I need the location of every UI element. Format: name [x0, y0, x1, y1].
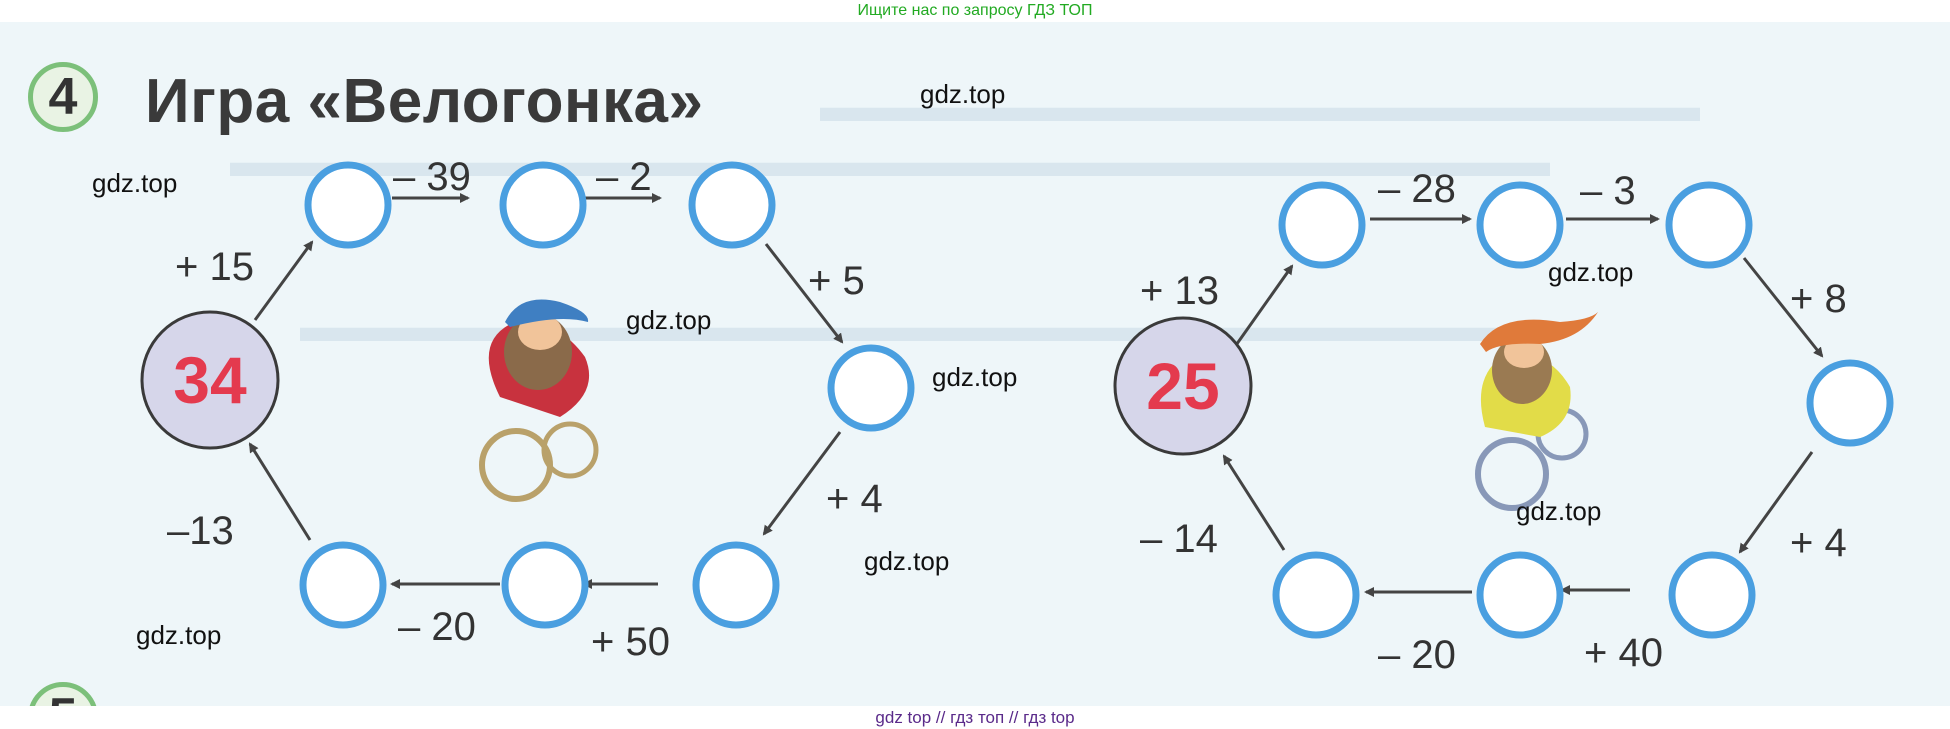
arrow [1738, 451, 1814, 554]
operation-label: + 13 [1140, 269, 1219, 313]
arrow [1742, 257, 1824, 358]
arrow [764, 243, 844, 344]
arrow [1232, 264, 1294, 349]
watermark: gdz.top [920, 79, 1006, 109]
operation-label: + 4 [1790, 521, 1847, 565]
arrow [762, 431, 842, 536]
start-number: 25 [1146, 349, 1219, 423]
arrow [248, 442, 312, 541]
operation-label: + 4 [826, 477, 883, 521]
answer-ring [1278, 181, 1366, 269]
answer-ring [688, 161, 776, 249]
answer-ring [499, 161, 587, 249]
answer-ring [1806, 359, 1894, 447]
bottom-banner[interactable]: gdz top // гдз топ // гдз top [0, 706, 1950, 729]
operation-label: – 28 [1378, 167, 1456, 211]
answer-ring [827, 344, 915, 432]
arrow [253, 240, 314, 321]
operation-label: – 2 [596, 155, 652, 199]
operation-label: – 14 [1140, 517, 1218, 561]
arrow [1222, 454, 1286, 551]
operation-label: – 20 [1378, 633, 1456, 677]
operation-label: + 15 [175, 245, 254, 289]
start-circle [1113, 316, 1253, 456]
task-title: Игра «Велогонка» [145, 67, 704, 136]
textbook-page: ▬▬▬▬▬▬▬▬▬▬▬▬▬▬▬▬▬▬▬▬ ▬▬▬▬▬▬▬▬▬▬▬▬▬▬▬▬▬▬▬… [0, 22, 1950, 706]
answer-ring [1476, 551, 1564, 639]
bleed-through-text: ▬▬▬▬▬▬▬▬▬▬▬▬▬▬▬▬▬▬▬▬ [820, 82, 1700, 131]
race-2-diagram: 25 + 13 – 28 – 3 + 8 + 4 + 40 – 20 – 14 [1113, 167, 1894, 677]
start-number: 34 [173, 343, 247, 417]
operation-label: + 50 [591, 620, 670, 664]
watermark: gdz.top [932, 362, 1018, 392]
operation-label: + 8 [1790, 277, 1847, 321]
answer-ring [501, 541, 589, 629]
watermark: gdz.top [1548, 257, 1634, 287]
answer-ring [692, 541, 780, 629]
answer-ring [299, 541, 387, 629]
watermark: gdz.top [136, 620, 222, 650]
top-banner[interactable]: Ищите нас по запросу ГДЗ ТОП [857, 2, 1093, 19]
operation-label: + 5 [808, 259, 865, 303]
start-circle [140, 310, 280, 450]
race-schemes: 34 + 15 – 39 – 2 + 5 + 4 + 50 – 20 –13 [140, 155, 1894, 677]
watermark: gdz.top [864, 546, 950, 576]
answer-ring [1272, 551, 1360, 639]
gnome-cyclist-illustration [479, 299, 599, 502]
gnome-cyclist-illustration [1475, 312, 1598, 511]
task-number-badge: 4 [28, 62, 98, 132]
watermark: gdz.top [1516, 496, 1602, 526]
watermark: gdz.top [92, 168, 178, 198]
race-1-diagram: 34 + 15 – 39 – 2 + 5 + 4 + 50 – 20 –13 [140, 155, 915, 664]
operation-label: –13 [167, 509, 234, 553]
answer-ring [1668, 551, 1756, 639]
answer-ring [304, 161, 392, 249]
answer-ring [1665, 181, 1753, 269]
operation-label: – 20 [398, 605, 476, 649]
answer-ring [1476, 181, 1564, 269]
operation-label: – 3 [1580, 169, 1636, 213]
operation-label: + 40 [1584, 631, 1663, 675]
bleed-through-text: ▬▬▬▬▬▬▬▬▬▬▬▬▬▬▬▬▬▬▬▬▬▬▬▬▬▬▬▬▬▬ [230, 137, 1550, 186]
watermark: gdz.top [626, 305, 712, 335]
operation-label: – 39 [393, 155, 471, 199]
